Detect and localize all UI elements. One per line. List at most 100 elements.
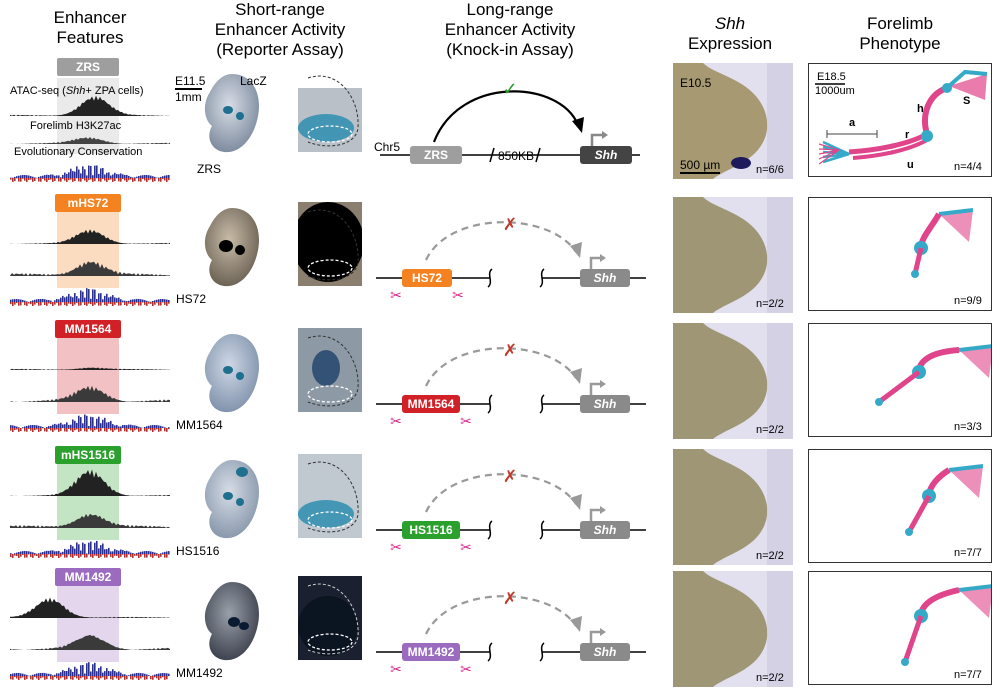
cross-icon: ✗ — [503, 341, 517, 360]
skeleton-drawing — [809, 198, 991, 310]
genomic-tracks — [10, 212, 170, 316]
knockin-diagram: MM1492✂✂Shh✗ — [370, 566, 650, 691]
header-line: (Knock-in Assay) — [400, 40, 620, 60]
enhancer-badge: MM1564 — [55, 320, 121, 338]
enhancer-box-label: HS1516 — [409, 523, 453, 537]
scissors-icon: ✂ — [460, 413, 472, 429]
header-line: Features — [10, 28, 170, 48]
embryo-image — [196, 454, 268, 546]
shh-stain — [731, 157, 751, 169]
embryo-label: ZRS — [197, 162, 221, 176]
limb-n-count: n=2/2 — [756, 298, 784, 310]
header-line: Long-range — [400, 0, 620, 20]
gene-box-label: Shh — [594, 271, 617, 285]
header-line: Expression — [660, 34, 800, 54]
pheno-n-count: n=7/7 — [954, 669, 982, 681]
gene-box-label: Shh — [594, 397, 617, 411]
limb-in-situ — [673, 449, 793, 565]
skeleton-drawing — [809, 324, 991, 436]
embryo-label: HS1516 — [176, 544, 219, 558]
embryo-label: MM1492 — [176, 666, 223, 680]
limb-bud-crop — [298, 68, 362, 152]
limb-bud-crop — [298, 576, 362, 660]
conservation-track — [10, 541, 170, 558]
limb-in-situ — [673, 197, 793, 313]
phenotype-panel — [808, 323, 992, 437]
distance-label: 850KB — [498, 149, 534, 163]
header-line: Phenotype — [820, 34, 980, 54]
pheno-n-count: n=7/7 — [954, 547, 982, 559]
bone-label-a: a — [849, 117, 856, 129]
limb-n-count: n=6/6 — [756, 164, 784, 176]
embryo-image — [196, 576, 268, 668]
scissors-icon: ✂ — [390, 661, 402, 677]
header-line: Forelimb — [820, 14, 980, 34]
scissors-icon: ✂ — [452, 287, 464, 303]
pheno-n-count: n=9/9 — [954, 295, 982, 307]
pheno-n-count: n=4/4 — [954, 161, 982, 173]
limb-n-count: n=2/2 — [756, 550, 784, 562]
bone-label-r: r — [905, 129, 910, 141]
enhancer-badge: ZRS — [57, 58, 119, 76]
header-forelimb-phenotype: Forelimb Phenotype — [820, 14, 980, 54]
enhancer-badge: mHS1516 — [55, 446, 121, 464]
header-line: Enhancer Activity — [400, 20, 620, 40]
gene-box-label: Shh — [594, 645, 617, 659]
enhancer-box-label: MM1492 — [408, 645, 455, 659]
scissors-icon: ✂ — [390, 413, 402, 429]
header-long-range: Long-range Enhancer Activity (Knock-in A… — [400, 0, 620, 60]
bone-label-h: h — [917, 103, 924, 115]
knockin-diagram: HS72✂✂Shh✗ — [370, 192, 650, 317]
embryo-stage: E11.5 — [175, 74, 205, 88]
conservation-track — [10, 415, 170, 432]
genomic-tracks — [10, 464, 170, 568]
interaction-arc — [426, 222, 576, 260]
gene-box-label: Shh — [594, 523, 617, 537]
h3k27ac-track — [10, 635, 170, 650]
enhancer-box-label: ZRS — [424, 148, 448, 162]
cross-icon: ✗ — [503, 467, 517, 486]
header-enhancer-features: Enhancer Features — [10, 8, 170, 48]
knockin-diagram: MM1564✂✂Shh✗ — [370, 318, 650, 443]
header-shh-expression: Shh Expression — [660, 14, 800, 54]
cross-icon: ✗ — [503, 215, 517, 234]
limb-bud-crop — [298, 328, 362, 412]
limb-in-situ — [673, 571, 793, 687]
scissors-icon: ✂ — [390, 539, 402, 555]
knockin-diagram: HS1516✂✂Shh✗ — [370, 444, 650, 569]
limb-bud-crop — [298, 202, 362, 286]
bone-label-u: u — [907, 159, 914, 171]
enhancer-box-label: HS72 — [412, 271, 442, 285]
atac-track — [10, 229, 170, 244]
header-line: Short-range — [180, 0, 380, 20]
enhancer-highlight — [57, 212, 119, 288]
skeleton-drawing — [809, 572, 991, 684]
atac-label-post: + ZPA cells) — [85, 85, 143, 97]
interaction-arc — [426, 596, 576, 634]
header-line: Enhancer — [10, 8, 170, 28]
enhancer-badge: mHS72 — [55, 194, 121, 212]
header-gene-italic: Shh — [715, 14, 745, 33]
limb-n-count: n=2/2 — [756, 424, 784, 436]
interaction-arc — [426, 474, 576, 512]
scissors-icon: ✂ — [460, 661, 472, 677]
gene-box-label: Shh — [595, 148, 618, 162]
limb-bud-crop — [298, 454, 362, 538]
pheno-n-count: n=3/3 — [954, 421, 982, 433]
genomic-tracks — [10, 586, 170, 690]
h3k27ac-track — [10, 261, 170, 276]
phenotype-panel — [808, 571, 992, 685]
pheno-scale-bar: 1000um — [815, 85, 855, 97]
enhancer-highlight — [57, 338, 119, 414]
embryo-image — [196, 328, 268, 420]
bone-label-s: S — [963, 95, 970, 107]
header-line: Enhancer Activity — [180, 20, 380, 40]
skeleton-drawing — [809, 450, 991, 562]
embryo-body — [205, 460, 259, 538]
embryo-image — [196, 202, 268, 294]
